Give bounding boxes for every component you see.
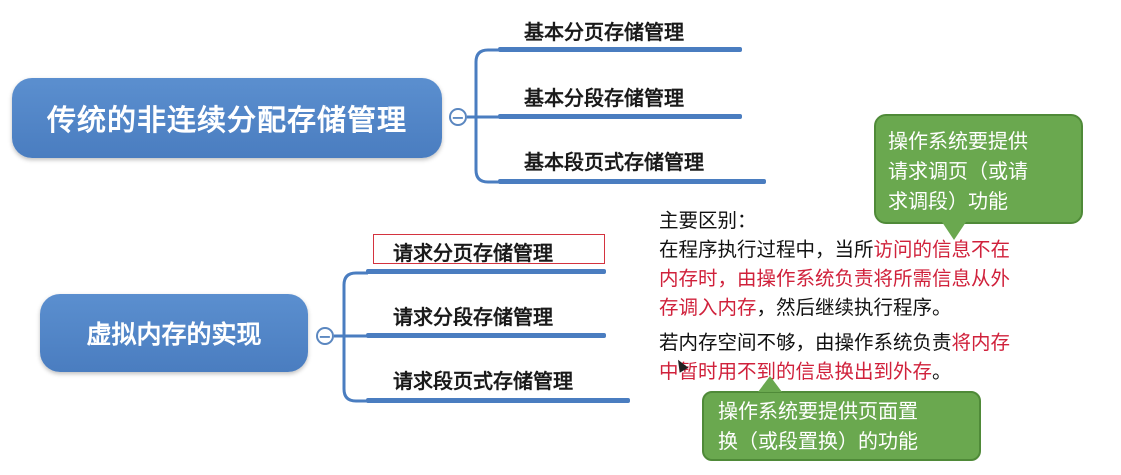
callout-tail (942, 222, 966, 240)
callout-tail (758, 376, 782, 392)
collapse-icon[interactable]: − (449, 108, 467, 126)
collapse-icon[interactable]: − (316, 327, 334, 345)
branch-basic-segmentation[interactable]: 基本分段存储管理 (524, 86, 684, 110)
callout-line: 求调段）功能 (888, 189, 1008, 213)
notes-red-text: 访问的信息不在 (873, 238, 1011, 261)
callout-line: 请求调页（或请 (888, 159, 1028, 183)
callout-bubble-replacement: 操作系统要提供页面置 换（或段置换）的功能 (702, 391, 981, 461)
branch-demand-segmented-paging[interactable]: 请求段页式存储管理 (393, 369, 573, 393)
branch-demand-paging[interactable]: 请求分页存储管理 (393, 241, 553, 265)
callout-line: 操作系统要提供页面置 (718, 399, 918, 423)
branch-basic-segmented-paging[interactable]: 基本段页式存储管理 (524, 150, 704, 174)
notes-text: ，然后继续执行程序。 (756, 296, 952, 319)
root-node-traditional[interactable]: 传统的非连续分配存储管理 (12, 78, 442, 158)
notes-red-text: 内存时，由操作系统负责将所需信息从外 (659, 267, 1011, 290)
branch-underline (366, 269, 606, 274)
branch-underline (498, 179, 766, 184)
branch-underline (366, 333, 606, 338)
branch-underline (498, 47, 742, 52)
notes-red-text: 中暂时用不到的信息换出到外存 (659, 360, 933, 383)
notes-heading: 主要区别： (659, 209, 757, 232)
notes-paragraph-1: 在程序执行过程中，当所访问的信息不在 内存时，由操作系统负责将所需信息从外 存调… (659, 235, 1010, 322)
branch-demand-segmentation[interactable]: 请求分段存储管理 (393, 305, 553, 329)
callout-line: 换（或段置换）的功能 (718, 429, 918, 453)
notes-red-text: 将内存 (951, 331, 1011, 354)
difference-notes: 主要区别： 在程序执行过程中，当所访问的信息不在 内存时，由操作系统负责将所需信… (659, 206, 1010, 386)
callout-line: 操作系统要提供 (888, 129, 1028, 153)
root-node-virtual-memory[interactable]: 虚拟内存的实现 (40, 294, 308, 372)
highlight-box (373, 234, 605, 264)
branch-basic-paging[interactable]: 基本分页存储管理 (524, 20, 684, 44)
notes-text: 若内存空间不够，由操作系统负责 (659, 331, 952, 354)
callout-bubble-demand-paging: 操作系统要提供 请求调页（或请 求调段）功能 (874, 114, 1083, 224)
notes-text: 在程序执行过程中，当所 (659, 238, 874, 261)
notes-red-text: 存调入内存 (659, 296, 757, 319)
notes-text: 。 (932, 360, 952, 383)
branch-underline (366, 398, 630, 403)
branch-underline (498, 114, 742, 119)
notes-paragraph-2: 若内存空间不够，由操作系统负责将内存 中暂时用不到的信息换出到外存。 (659, 328, 1010, 386)
